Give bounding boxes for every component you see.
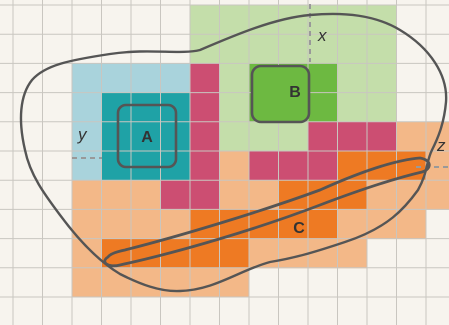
grid-cell-pink (190, 121, 220, 152)
grid-cell-green (308, 63, 338, 94)
grid-cell-light-green (367, 34, 397, 64)
grid-cell-light-green (278, 34, 309, 64)
grid-cell-pink (308, 121, 338, 152)
grid-cell-light-orange (72, 267, 102, 298)
grid-cell-light-orange (72, 180, 102, 210)
grid-cell-pink (367, 121, 397, 152)
grid-cell-light-green (249, 5, 279, 35)
grid-cell-light-orange (101, 180, 132, 210)
grid-cell-light-green (219, 92, 250, 123)
grid-cell-teal (131, 92, 161, 123)
region-c-outline (103, 156, 431, 268)
grid-cell-light-orange (131, 180, 161, 210)
grid-cell-light-blue (72, 63, 102, 94)
axis-z-label: z (436, 136, 446, 155)
grid-cell-pink (337, 121, 368, 152)
grid-cell-light-green (337, 92, 368, 123)
grid-cell-light-orange (396, 209, 427, 240)
axis-y-label: y (77, 125, 88, 144)
axis-x-label: x (317, 26, 327, 45)
grid-cell-light-green (219, 5, 250, 35)
grid-cell-light-blue (72, 121, 102, 152)
grid-cell-light-green (337, 5, 368, 35)
grid-cell-teal (101, 121, 132, 152)
grid-cell-light-green (367, 5, 397, 35)
grid-cell-light-green (219, 63, 250, 94)
grid-cell-light-orange (219, 180, 250, 210)
grid-cell-light-green (190, 5, 220, 35)
grid-cell-pink (190, 151, 220, 181)
grid-cell-light-orange (219, 267, 250, 298)
grid-cell-pink (190, 180, 220, 210)
grid-cell-light-blue (72, 92, 102, 123)
region-a-label: A (141, 129, 153, 146)
grid-cell-light-orange (101, 209, 132, 240)
grid-cell-light-orange (72, 209, 102, 240)
grid-cell-light-blue (72, 151, 102, 181)
grid-cell-pink (190, 63, 220, 94)
region-b-label: B (289, 84, 301, 101)
grid-cell-light-green (219, 121, 250, 152)
grid-cell-light-green (249, 34, 279, 64)
grid-cell-light-blue (160, 63, 191, 94)
grid-cell-light-green (308, 5, 338, 35)
grid-cell-orange (308, 209, 338, 240)
grid-cell-light-orange (396, 121, 427, 152)
grid-cell-light-green (367, 92, 397, 123)
grid-cell-light-green (249, 121, 279, 152)
grid-cell-light-green (337, 63, 368, 94)
grid-cell-light-green (337, 34, 368, 64)
grid-cell-light-blue (131, 63, 161, 94)
grid-cell-pink (190, 92, 220, 123)
grid-cell-light-orange (131, 209, 161, 240)
grid-cell-orange (219, 238, 250, 269)
grid-cell-light-orange (426, 180, 449, 210)
grid-cell-teal (131, 121, 161, 152)
grid-cell-light-green (308, 34, 338, 64)
region-b-outline (250, 64, 311, 124)
grid-cell-light-orange (72, 238, 102, 269)
grid-cell-light-orange (131, 267, 161, 298)
grid-cell-orange (337, 180, 368, 210)
grid-cell-pink (249, 151, 279, 181)
blob-outline (19, 12, 448, 293)
grid-cell-light-orange (160, 267, 191, 298)
grid-cell-green (308, 92, 338, 123)
region-c-label: C (293, 220, 305, 237)
grid-cell-light-orange (308, 238, 338, 269)
region-a-outline (116, 103, 178, 169)
grid-cell-pink (308, 151, 338, 181)
grid-cell-light-green (367, 63, 397, 94)
grid-cell-light-orange (426, 151, 449, 181)
grid-cell-light-orange (219, 151, 250, 181)
grid-cell-light-blue (101, 63, 132, 94)
grid-cell-light-orange (396, 180, 427, 210)
grid-cell-teal (101, 92, 132, 123)
grid-cell-light-green (278, 121, 309, 152)
grid-cell-pink (278, 151, 309, 181)
grid-cell-pink (160, 180, 191, 210)
